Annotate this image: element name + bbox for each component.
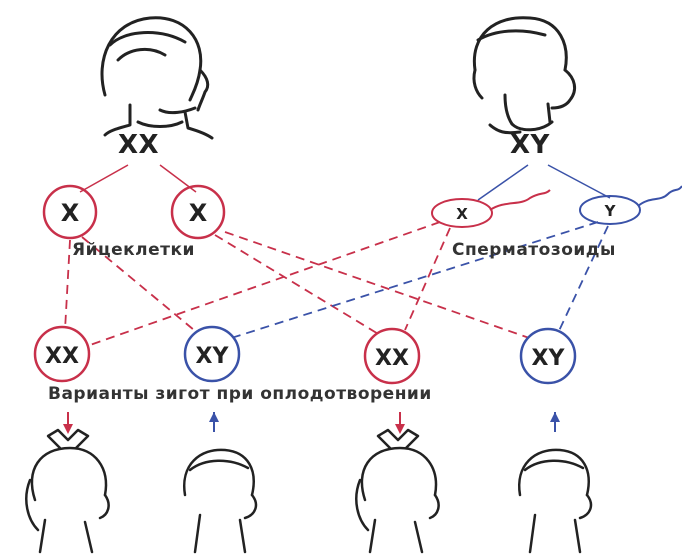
zygotes-caption: Варианты зигот при оплодотворении (48, 384, 432, 404)
father-genotype: XY (510, 130, 550, 160)
eggs-caption: Яйцеклетки (72, 240, 195, 260)
sperm-cell-1 (431, 189, 551, 228)
egg-2-genotype: X (189, 199, 208, 227)
zygote-4-genotype: XY (532, 346, 566, 371)
sperm-1-genotype: X (456, 205, 468, 223)
zygote-circle-4 (519, 327, 577, 385)
offspring-arrows (63, 412, 560, 434)
egg-cell-1 (42, 184, 98, 240)
egg-cell-2 (170, 184, 226, 240)
sperm-caption: Сперматозоиды (452, 240, 616, 260)
father-gamete-lines (477, 164, 611, 201)
mother-genotype: XX (118, 130, 160, 160)
father-portrait (472, 16, 577, 135)
boy-portrait-2 (517, 448, 593, 554)
fertilization-lines (64, 221, 609, 346)
zygote-3-genotype: XX (375, 346, 409, 371)
zygote-circle-3 (363, 327, 421, 385)
sperm-cell-2 (579, 185, 682, 225)
mother-portrait (100, 16, 214, 140)
egg-1-genotype: X (61, 199, 80, 227)
zygote-1-genotype: XX (45, 344, 79, 369)
girl-portrait-2 (355, 428, 440, 554)
sperm-2-genotype: Y (604, 202, 617, 220)
girl-portrait-1 (25, 428, 110, 554)
zygote-circle-1 (33, 325, 91, 383)
parent-gamete-lines (79, 164, 197, 193)
zygote-circle-2 (183, 325, 241, 383)
boy-portrait-1 (182, 448, 258, 554)
zygote-2-genotype: XY (196, 344, 230, 369)
